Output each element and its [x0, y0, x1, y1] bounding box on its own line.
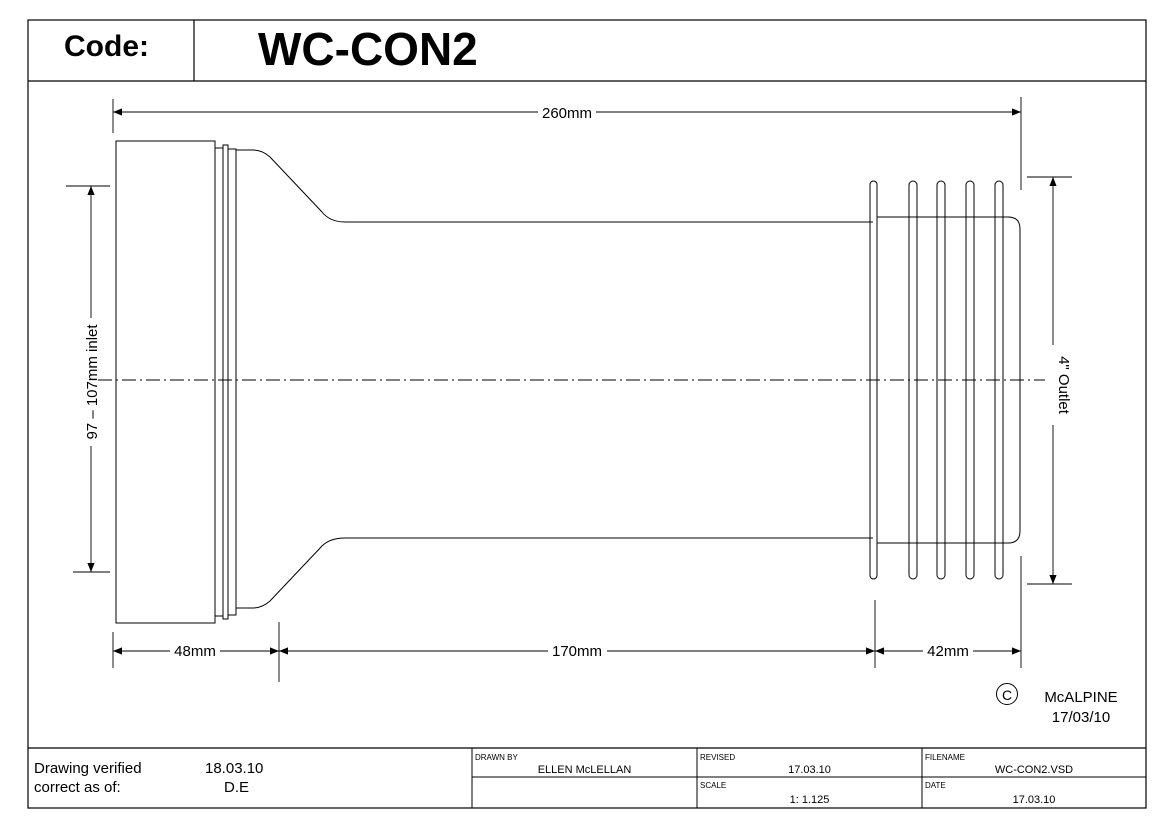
dim-label-overall: 260mm — [542, 105, 592, 122]
drawing-border — [27, 19, 1147, 809]
outlet-fin-2 — [908, 180, 918, 580]
inlet-ring-1 — [214, 147, 224, 617]
extension-lines — [66, 97, 1072, 682]
code-label: Code: — [64, 30, 149, 63]
verified-label-line1: Drawing verified — [34, 760, 142, 777]
scale-value: 1: 1.125 — [789, 794, 830, 806]
outlet-fin-4 — [965, 180, 975, 580]
outlet-collar — [876, 216, 1021, 544]
dim-label-inlet-length: 48mm — [174, 643, 216, 660]
date-value: 17.03.10 — [1012, 794, 1056, 806]
body-bottom-edge — [236, 537, 873, 609]
revised-value: 17.03.10 — [788, 764, 831, 776]
copyright-owner: McALPINE — [1044, 689, 1118, 706]
copyright-icon: C — [996, 683, 1018, 705]
filename-value: WC-CON2.VSD — [994, 764, 1074, 776]
inlet-cup — [115, 140, 216, 624]
scale-label: SCALE — [700, 781, 727, 790]
outlet-fin-1 — [869, 180, 878, 580]
filename-label: FILENAME — [925, 753, 966, 762]
body-top-edge — [236, 149, 873, 223]
date-label: DATE — [925, 781, 946, 790]
dim-label-outlet: 4" Outlet — [1055, 356, 1072, 415]
revised-label: REVISED — [700, 753, 736, 762]
verified-initials: D.E — [224, 779, 250, 796]
verified-date: 18.03.10 — [205, 760, 264, 777]
outlet-fin-5 — [994, 180, 1004, 580]
inlet-ring-3 — [227, 148, 237, 616]
drawn-by-label: DRAWN BY — [475, 753, 518, 762]
connector-outline — [115, 140, 1021, 624]
dim-label-inlet: 97 – 107mm inlet — [84, 324, 101, 440]
product-code: WC-CON2 — [258, 23, 478, 75]
dim-label-body-length: 170mm — [552, 643, 602, 660]
verified-label-line2: correct as of: — [34, 779, 121, 796]
inlet-ring-2 — [222, 144, 229, 620]
copyright-date: 17/03/10 — [1051, 709, 1111, 726]
outlet-fin-3 — [936, 180, 946, 580]
dim-label-outlet-length: 42mm — [927, 643, 969, 660]
dimension-lines — [87, 108, 1057, 655]
drawn-by-value: ELLEN McLELLAN — [537, 764, 632, 776]
